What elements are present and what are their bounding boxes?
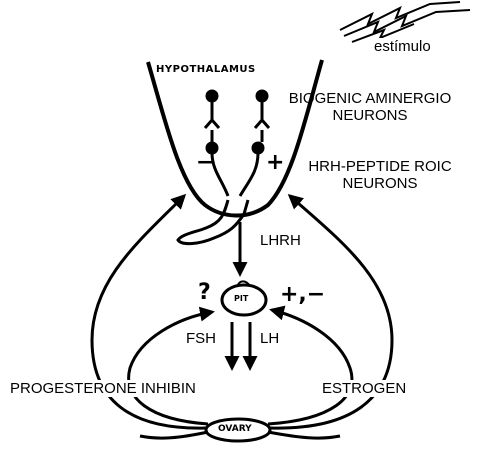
sign-question: ? xyxy=(198,280,211,305)
pituitary-label: PIT xyxy=(234,294,248,303)
hrh-line-1: HRH-PEPTIDE ROIC xyxy=(282,158,478,175)
progesterone-loop-to-pituitary xyxy=(129,312,212,424)
biogenic-neurons xyxy=(205,91,269,142)
progesterone-inhibin-label: PROGESTERONE INHIBIN xyxy=(8,380,198,397)
hrh-neurons-label: HRH-PEPTIDE ROIC NEURONS xyxy=(282,158,478,192)
lh-label: LH xyxy=(258,330,281,347)
hrh-line-2: NEURONS xyxy=(282,175,478,192)
biogenic-neurons-label: BIOGENIC AMINERGIO NEURONS xyxy=(270,90,470,124)
biogenic-line-1: BIOGENIC AMINERGIO xyxy=(270,90,470,107)
estrogen-label: ESTROGEN xyxy=(320,380,408,397)
ovary-output-right xyxy=(268,432,340,438)
ovary-label: OVARY xyxy=(218,424,252,434)
sign-plus-hypothalamus: + xyxy=(266,150,284,175)
hrh-neurons xyxy=(207,143,263,196)
ovary-output-left xyxy=(140,432,208,438)
sign-minus-hypothalamus: − xyxy=(196,150,214,175)
sign-plus-minus: +,− xyxy=(280,282,325,307)
estrogen-loop-to-pituitary xyxy=(268,310,352,424)
fsh-label: FSH xyxy=(184,330,218,347)
hypothalamus-label: HYPOTHALAMUS xyxy=(156,64,256,75)
stimulus-label: estímulo xyxy=(372,38,433,55)
stimulus-zigzag-icon xyxy=(340,2,470,42)
lhrh-label: LHRH xyxy=(258,232,303,249)
biogenic-line-2: NEURONS xyxy=(270,107,470,124)
hypothalamus-outline xyxy=(148,60,322,216)
median-eminence xyxy=(178,200,248,244)
